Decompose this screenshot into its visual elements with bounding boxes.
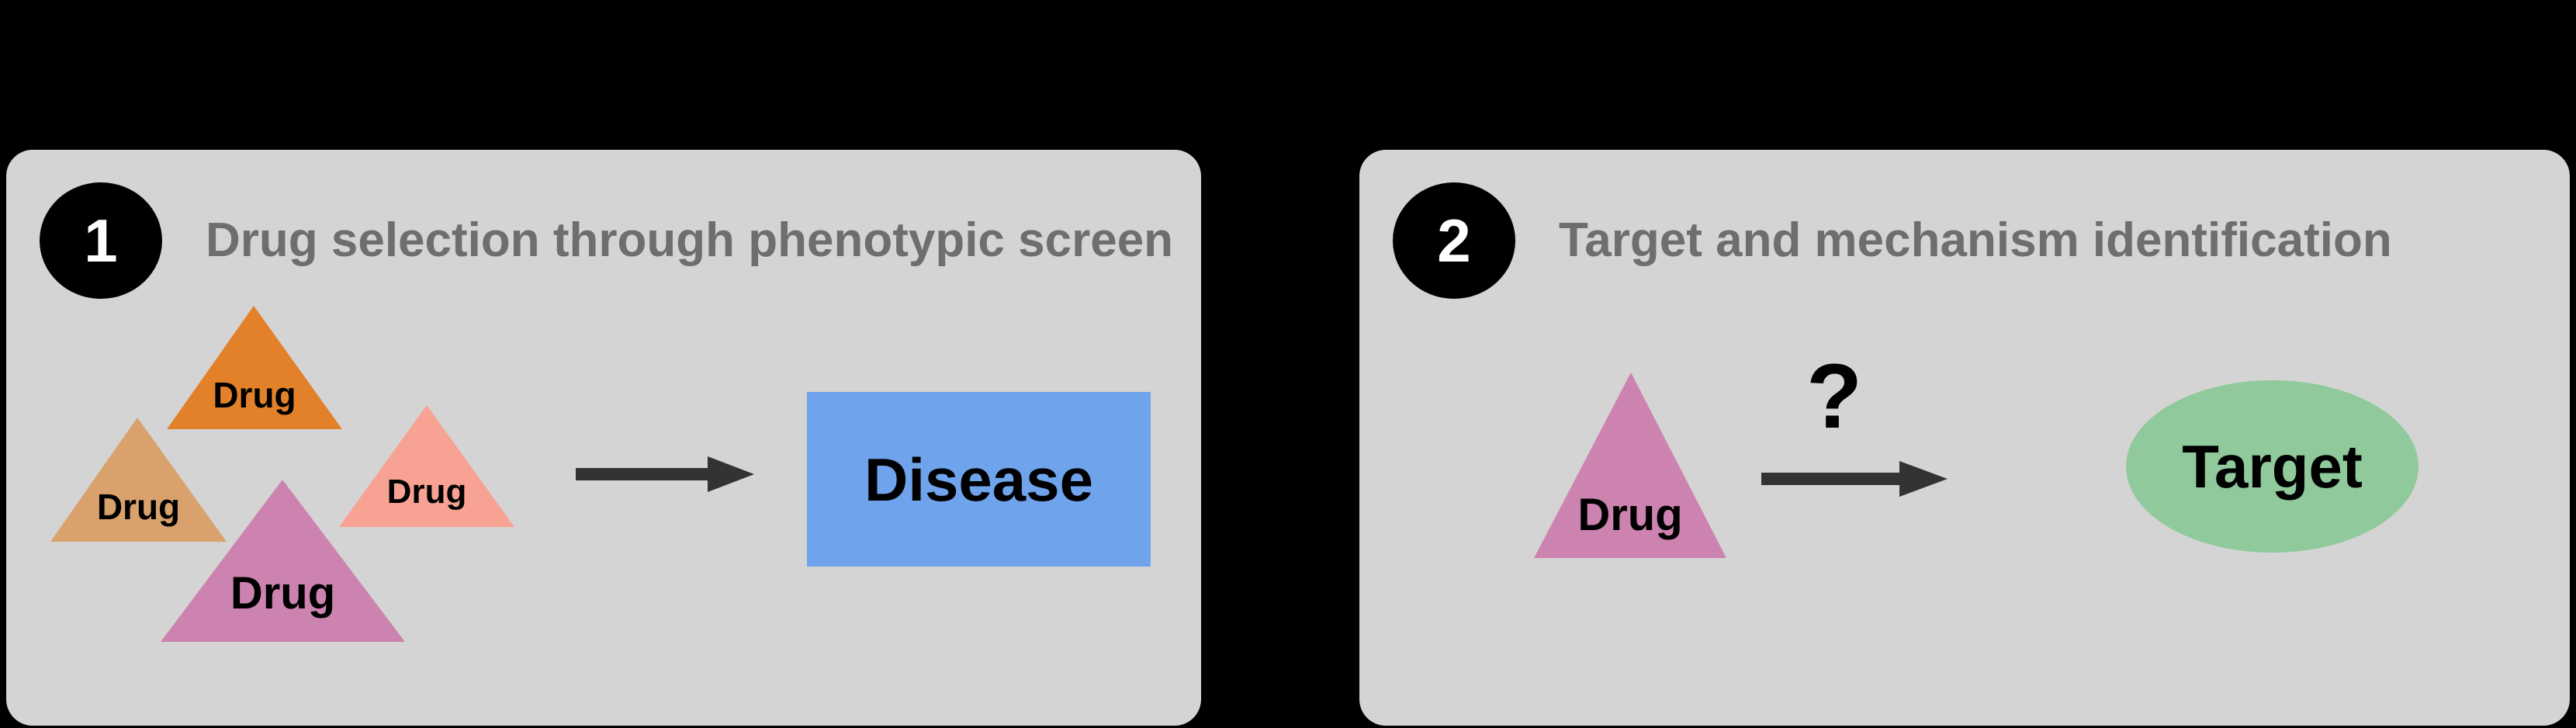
question-mark-icon: ? <box>1806 345 1863 448</box>
panel-2-step-badge: 2 <box>1393 182 1515 299</box>
panel-1-step-number: 1 <box>84 206 118 275</box>
drug-triangle-panel2-label: Drug <box>1577 490 1683 540</box>
drug-triangle-salmon[interactable]: Drug <box>339 405 514 527</box>
panel-1-step-badge: 1 <box>40 182 162 299</box>
disease-node[interactable]: Disease <box>807 392 1151 567</box>
target-node-label: Target <box>2182 432 2363 501</box>
panel-2-arrow-right <box>1761 461 1948 501</box>
drug-triangle-panel2[interactable]: Drug <box>1534 373 1726 558</box>
drug-triangle-tan[interactable]: Drug <box>50 418 227 542</box>
panel-2-title: Target and mechanism identification <box>1559 213 2392 267</box>
drug-triangle-salmon-label: Drug <box>386 473 467 511</box>
drug-triangle-pink[interactable]: Drug <box>161 480 405 642</box>
panel-1-title: Drug selection through phenotypic screen <box>206 213 1174 267</box>
drug-triangle-tan-label: Drug <box>96 487 181 527</box>
target-node[interactable]: Target <box>2126 380 2418 553</box>
drug-triangle-orange-label: Drug <box>213 375 296 415</box>
panel-2-step-number: 2 <box>1437 206 1471 275</box>
panel-1-arrow-right <box>576 456 754 496</box>
drug-triangle-pink-label: Drug <box>230 568 336 619</box>
drug-triangle-orange[interactable]: Drug <box>167 306 342 429</box>
disease-node-label: Disease <box>864 445 1093 514</box>
